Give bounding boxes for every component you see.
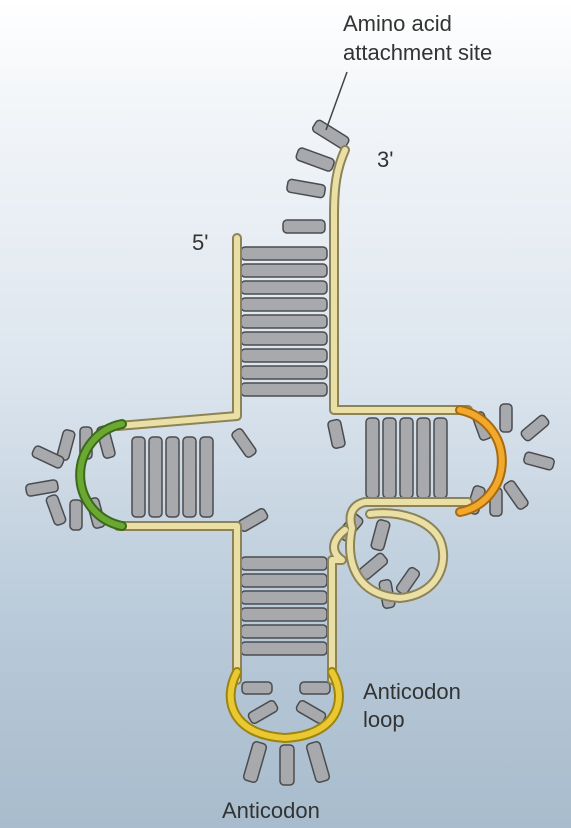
base-pair xyxy=(241,264,327,277)
base xyxy=(283,220,325,233)
t-stem-base-pairs xyxy=(366,418,447,498)
d-stem-base-pairs xyxy=(132,437,213,517)
base xyxy=(25,479,59,496)
base-pair xyxy=(400,418,413,498)
base-pair xyxy=(241,557,327,570)
five-prime-label: 5' xyxy=(192,230,208,255)
base xyxy=(327,419,346,449)
base-pair xyxy=(241,574,327,587)
base xyxy=(502,479,529,510)
base xyxy=(286,179,326,198)
base-pair xyxy=(241,366,327,379)
base-pair xyxy=(241,591,327,604)
base xyxy=(45,494,67,526)
base xyxy=(520,414,551,442)
d-arm xyxy=(25,425,269,533)
three-prime-label: 3' xyxy=(377,147,393,172)
base-pair xyxy=(383,418,396,498)
base-pair xyxy=(183,437,196,517)
base-pair xyxy=(241,642,327,655)
anticodon-stem-base-pairs xyxy=(241,557,327,655)
base-pair xyxy=(434,418,447,498)
anticodon-arm xyxy=(241,557,330,785)
acceptor-stem-base-pairs xyxy=(241,247,327,396)
base-pair xyxy=(241,349,327,362)
base-pair xyxy=(241,625,327,638)
base-pair xyxy=(366,418,379,498)
base-pair xyxy=(132,437,145,517)
anticodon-loop-label-line2: loop xyxy=(363,707,405,732)
base-pair xyxy=(241,281,327,294)
base-pair xyxy=(241,315,327,328)
anticodon-loop-bases xyxy=(242,682,330,725)
base xyxy=(280,745,294,785)
anticodon-label: Anticodon xyxy=(222,798,320,823)
base xyxy=(295,147,335,172)
anticodon-loop-label-line1: Anticodon xyxy=(363,679,461,704)
base xyxy=(243,741,267,783)
base-pair xyxy=(417,418,430,498)
base-pair xyxy=(241,332,327,345)
base-pair xyxy=(241,608,327,621)
base-pair xyxy=(241,298,327,311)
base xyxy=(300,682,330,694)
base-pair xyxy=(241,383,327,396)
base xyxy=(242,682,272,694)
d-loop-bases xyxy=(25,425,269,533)
base-pair xyxy=(200,437,213,517)
amino-acid-label-line2: attachment site xyxy=(343,40,492,65)
amino-acid-leader-line xyxy=(326,72,347,130)
base xyxy=(230,427,257,458)
base xyxy=(306,741,330,783)
base xyxy=(500,404,512,432)
base-pair xyxy=(149,437,162,517)
base xyxy=(370,519,390,551)
base-pair xyxy=(166,437,179,517)
anticodon-bases xyxy=(243,741,330,785)
amino-acid-label-line1: Amino acid xyxy=(343,11,452,36)
base xyxy=(523,451,555,470)
base xyxy=(70,500,82,530)
base xyxy=(247,699,279,724)
base-pair xyxy=(241,247,327,260)
base xyxy=(295,699,327,724)
